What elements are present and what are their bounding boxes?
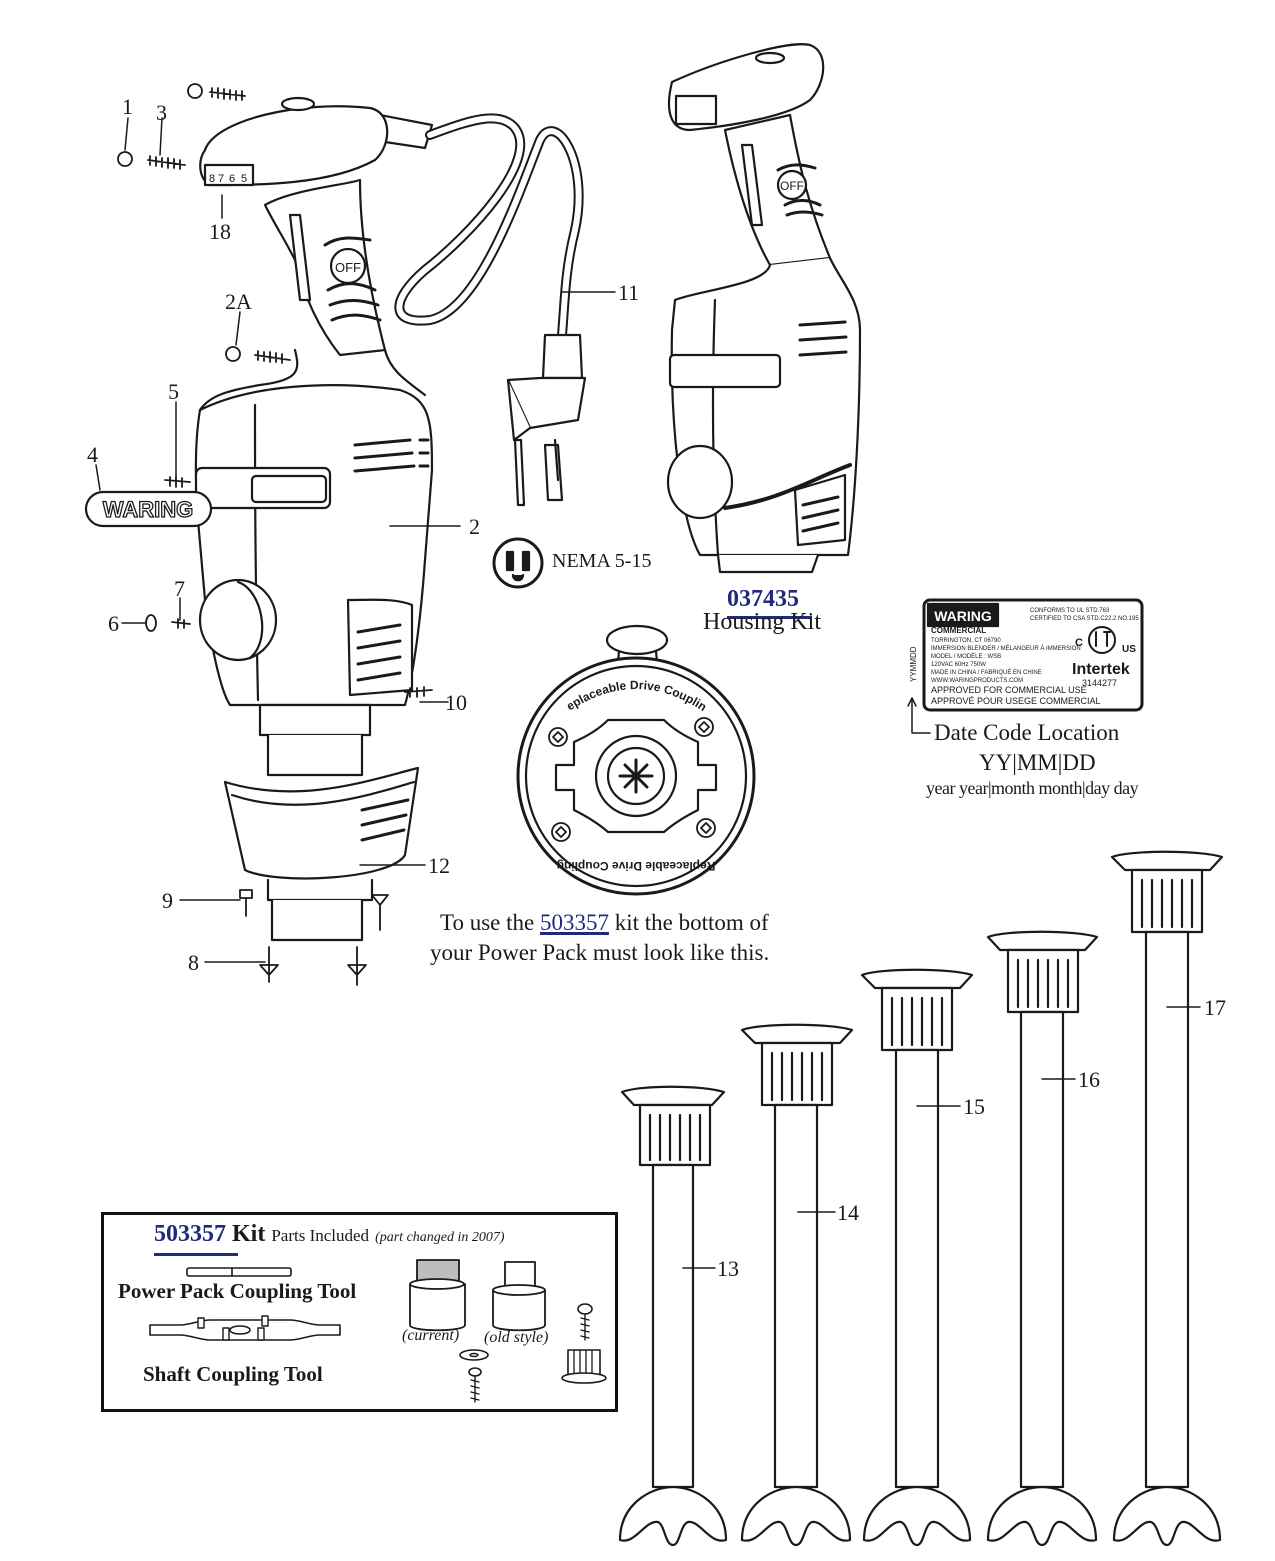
power-pack-coupling-tool-label: Power Pack Coupling Tool: [118, 1279, 357, 1303]
svg-text:Replaceable Drive Coupling: Replaceable Drive Coupling: [557, 859, 716, 873]
speed-dial-7: 7: [218, 173, 224, 185]
kit-box-number-underline: [154, 1253, 238, 1256]
nema-outlet-icon: [492, 537, 544, 589]
old-style-label: (old style): [484, 1329, 549, 1346]
callout-9: 9: [162, 888, 173, 913]
shaft-14: [618, 1085, 728, 1547]
kit-note-post: kit the bottom of: [608, 910, 769, 935]
rating-line-5: WWW.WARINGPRODUCTS.COM: [931, 678, 1023, 684]
kit-note-line1: To use the 503357 kit the bottom of: [440, 910, 769, 936]
callout-5: 5: [168, 379, 179, 404]
shaft-18: [1110, 850, 1224, 1547]
cert-c: C: [1075, 637, 1083, 649]
leader-lines: [95, 117, 1201, 1269]
screw-parts: [117, 83, 433, 986]
shaft-coupling-tool-label: Shaft Coupling Tool: [143, 1362, 323, 1386]
housing-kit-underline: [727, 616, 812, 619]
rating-conform-1: CERTIFIED TO CSA STD.C22.2 NO.195: [1030, 616, 1139, 622]
callout-numbers: 1 3 18 2A 5 4 7 6 2 10 11 12 9 8 13 14 1…: [87, 94, 1226, 1281]
cert-number: 3144277: [1082, 678, 1117, 688]
callout-16: 15: [963, 1094, 985, 1119]
rating-line-6: APPROVED FOR COMMERCIAL USE: [931, 685, 1087, 695]
rating-line-3: 120VAC 60Hz 750W: [931, 662, 986, 668]
kit-box-parts: Parts Included: [271, 1226, 370, 1245]
rating-line-0: TORRINGTON, CT 06790: [931, 638, 1001, 644]
callout-4: 4: [87, 442, 98, 467]
housing-kit-label: Housing Kit: [703, 609, 822, 635]
shaft-15: [740, 1023, 854, 1547]
rating-brand: WARING: [934, 608, 992, 624]
rating-line-1: IMMERSION BLENDER / MÉLANGEUR À IMMERSIO…: [931, 645, 1081, 652]
callout-17: 16: [1078, 1067, 1100, 1092]
kit-note-pre: To use the: [440, 910, 540, 935]
power-pack: WARING: [84, 83, 584, 986]
power-plug: [506, 333, 587, 507]
waring-badge: WARING: [103, 497, 193, 522]
callout-2: 1: [122, 94, 133, 119]
date-code-legend: year year|month month|day day: [926, 778, 1139, 798]
kit-box-note: (part changed in 2007): [375, 1230, 505, 1245]
callout-11: 11: [618, 280, 639, 305]
callout-6: 6: [108, 611, 119, 636]
callout-18: 17: [1204, 995, 1226, 1020]
rating-conform-0: CONFORMS TO UL STD.763: [1030, 608, 1110, 614]
callout-1: 2: [469, 514, 480, 539]
coupling-ring-text-bottom: Replaceable Drive Coupling: [557, 859, 716, 873]
date-code-title: Date Code Location: [934, 720, 1120, 745]
off-button-label: OFF: [335, 260, 361, 275]
callout-7: 7: [174, 576, 185, 601]
callout-8: 8: [188, 950, 199, 975]
callout-2A: 2A: [225, 289, 252, 314]
rating-line-7: APPROVÉ POUR USEGE COMMERCIAL: [931, 696, 1101, 706]
rating-sub: COMMERCIAL: [931, 626, 986, 635]
speed-dial-8: 8: [209, 173, 215, 185]
housing-kit-number: 037435: [727, 586, 799, 612]
shaft-17: [986, 930, 1099, 1547]
nema-label: NEMA 5-15: [552, 550, 652, 572]
rating-line-2: MODEL / MODÈLE : WSB: [931, 653, 1001, 660]
callout-14: 13: [717, 1256, 739, 1281]
cert-us: US: [1122, 644, 1136, 655]
shaft-16: [860, 968, 974, 1547]
housing-kit: [666, 43, 862, 574]
side-date-code: YYMMDD: [909, 646, 918, 682]
kit-note-line2: your Power Pack must look like this.: [430, 940, 770, 965]
kit-parts: [149, 1259, 607, 1403]
callout-15: 14: [837, 1200, 859, 1225]
shafts: [618, 850, 1224, 1547]
kit-box-kit-word: Kit: [232, 1221, 266, 1247]
cert-name: Intertek: [1072, 661, 1130, 678]
kit-box-header: 503357 Kit Parts Included (part changed …: [154, 1221, 505, 1248]
rating-label: WARING COMMERCIAL TORRINGTON, CT 06790 I…: [909, 598, 1144, 712]
rating-line-4: MADE IN CHINA / FABRIQUÉ EN CHINE: [931, 669, 1042, 676]
off-button-label-kit: OFF: [780, 179, 804, 193]
callout-12: 12: [428, 853, 450, 878]
speed-dial-6: 6: [229, 173, 235, 185]
kit-503357-box: 503357 Kit Parts Included (part changed …: [101, 1212, 618, 1412]
callout-3: 3: [156, 100, 167, 125]
kit-note-number: 503357: [539, 910, 609, 935]
kit-box-number: 503357: [154, 1221, 226, 1247]
date-code-format: YY|MM|DD: [979, 750, 1096, 775]
callout-13: 18: [209, 219, 231, 244]
callout-10: 10: [445, 690, 467, 715]
current-label: (current): [402, 1327, 460, 1344]
speed-dial-5: 5: [241, 173, 247, 185]
